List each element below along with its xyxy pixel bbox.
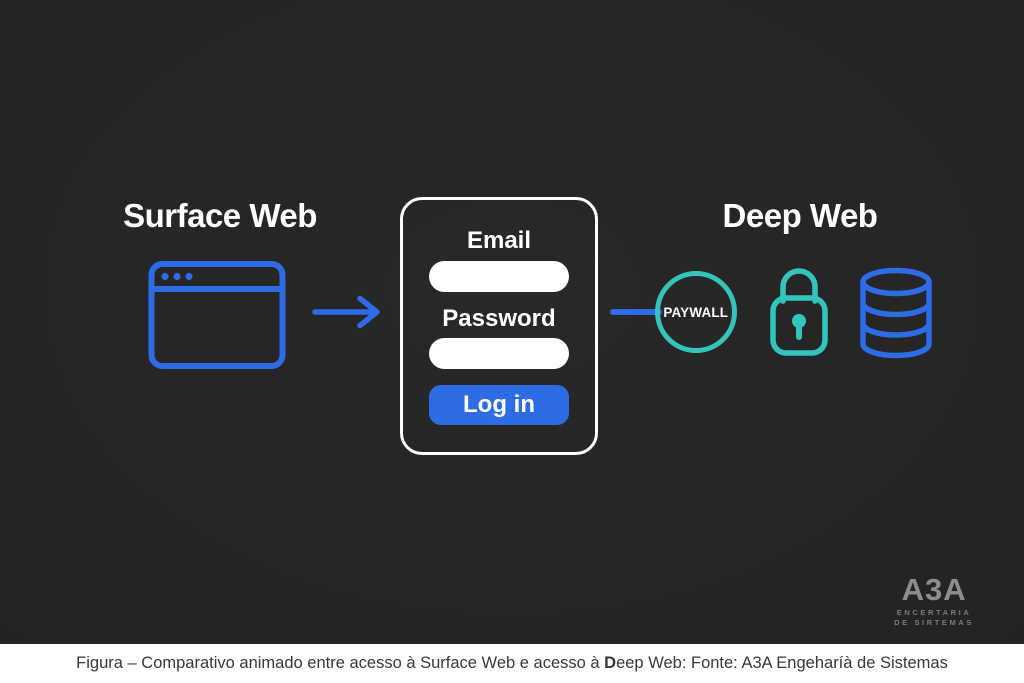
surface-web-heading: Surface Web [123, 197, 317, 234]
a3a-logo: A3A ENCERTARIA DE SIRTEMAS [894, 574, 974, 628]
a3a-logo-title: A3A [901, 572, 967, 607]
connector-line [610, 309, 662, 315]
figure-caption: Figura – Comparativo animado entre acess… [76, 654, 948, 673]
email-input[interactable] [429, 261, 569, 292]
arrow-right-icon [312, 295, 380, 329]
infographic-panel: Surface Web Email Password Log in Deep W… [0, 0, 1024, 644]
password-input[interactable] [429, 338, 569, 369]
a3a-logo-subtitle-line1: ENCERTARIA [896, 608, 972, 617]
caption-part2: eep Web: Fonte: A3A Engeharíà de Sistema… [616, 654, 948, 672]
paywall-circle-icon: PAYWALL [655, 271, 737, 353]
padlock-icon [770, 268, 828, 356]
a3a-logo-subtitle-line2: DE SIRTEMAS [894, 618, 974, 627]
login-form: Email Password Log in [400, 197, 598, 455]
password-label: Password [442, 305, 556, 332]
login-button[interactable]: Log in [429, 385, 569, 425]
email-label: Email [466, 227, 532, 254]
caption-bold-letter: D [604, 654, 617, 672]
deep-web-heading: Deep Web [722, 197, 878, 234]
database-cylinder-icon [860, 267, 932, 359]
caption-strip: Figura – Comparativo animado entre acess… [0, 644, 1024, 683]
paywall-label: PAYWALL [663, 304, 729, 320]
browser-window-icon [148, 261, 286, 369]
caption-part1: Figura – Comparativo animado entre acess… [76, 654, 605, 672]
